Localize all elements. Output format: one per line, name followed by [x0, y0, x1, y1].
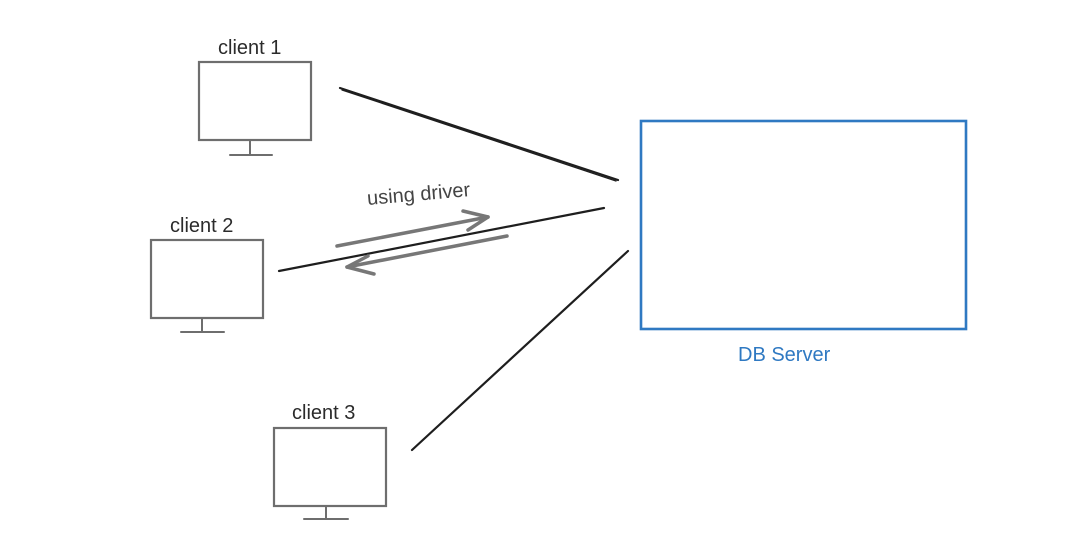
link-client-3: [410, 249, 630, 452]
client-1-monitor-icon: [197, 60, 313, 156]
arrow-left-icon: [345, 234, 509, 276]
arrow-right-icon: [335, 209, 490, 248]
client-1-label: client 1: [218, 37, 282, 59]
client-2-monitor-icon: [149, 238, 265, 333]
client-3-monitor-icon: [272, 426, 388, 520]
db-server-box: [639, 119, 968, 331]
link-client-1-stroke: [341, 89, 617, 182]
db-server-label: DB Server: [738, 344, 831, 366]
client-2-label: client 2: [170, 215, 234, 237]
link-client-1: [338, 86, 620, 182]
link-client-2: [277, 206, 606, 273]
client-3-label: client 3: [292, 402, 356, 424]
